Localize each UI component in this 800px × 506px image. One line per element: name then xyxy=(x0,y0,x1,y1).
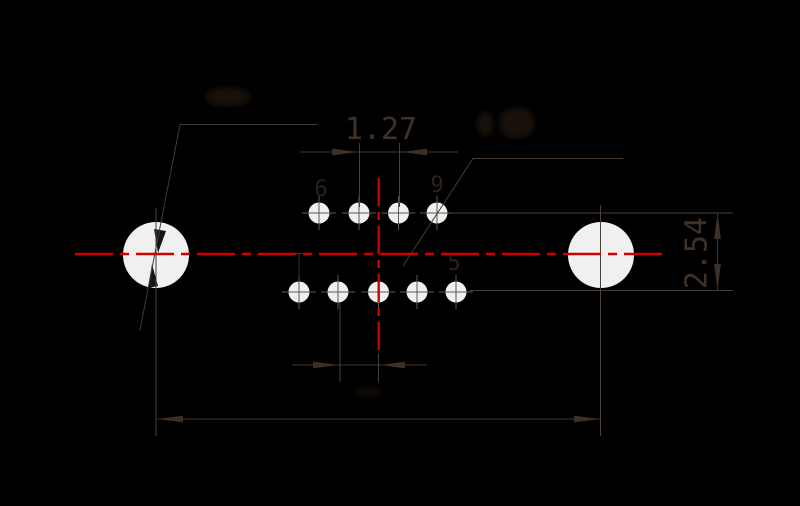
faint-callout-marks-right-2 xyxy=(500,108,534,138)
left-callout-leader xyxy=(139,124,318,331)
dim-bottom-arrow-left xyxy=(313,361,339,369)
pin-label-9: 9 xyxy=(430,173,443,198)
faint-callout-marks-right-1 xyxy=(477,112,493,136)
dim254-value: 2.54 xyxy=(680,217,715,289)
right-callout-leader xyxy=(402,158,623,267)
dim-overall-arrow-left xyxy=(157,415,183,423)
center-axes xyxy=(75,178,663,353)
faint-callout-marks-left xyxy=(206,88,250,106)
labels: 1.27 2.54 6 9 5 xyxy=(314,112,714,289)
dimension-arrows xyxy=(157,148,721,423)
dim-overall-arrow-right xyxy=(574,415,600,423)
dim254-arrow-up xyxy=(714,213,721,239)
break-triangle-upper xyxy=(154,229,166,253)
dim127-value: 1.27 xyxy=(345,112,417,147)
linework xyxy=(139,124,733,436)
dim-bottom-arrow-right xyxy=(380,361,405,369)
dim127-arrow-right xyxy=(401,148,427,156)
pin-holes-bottom-row xyxy=(282,275,473,309)
pin-label-6: 6 xyxy=(314,177,327,202)
dim254-arrow-down xyxy=(714,264,721,290)
faint-dim-bottom-marks xyxy=(356,387,380,397)
dim127-arrow-left xyxy=(332,148,358,156)
pin-label-5: 5 xyxy=(447,251,460,276)
